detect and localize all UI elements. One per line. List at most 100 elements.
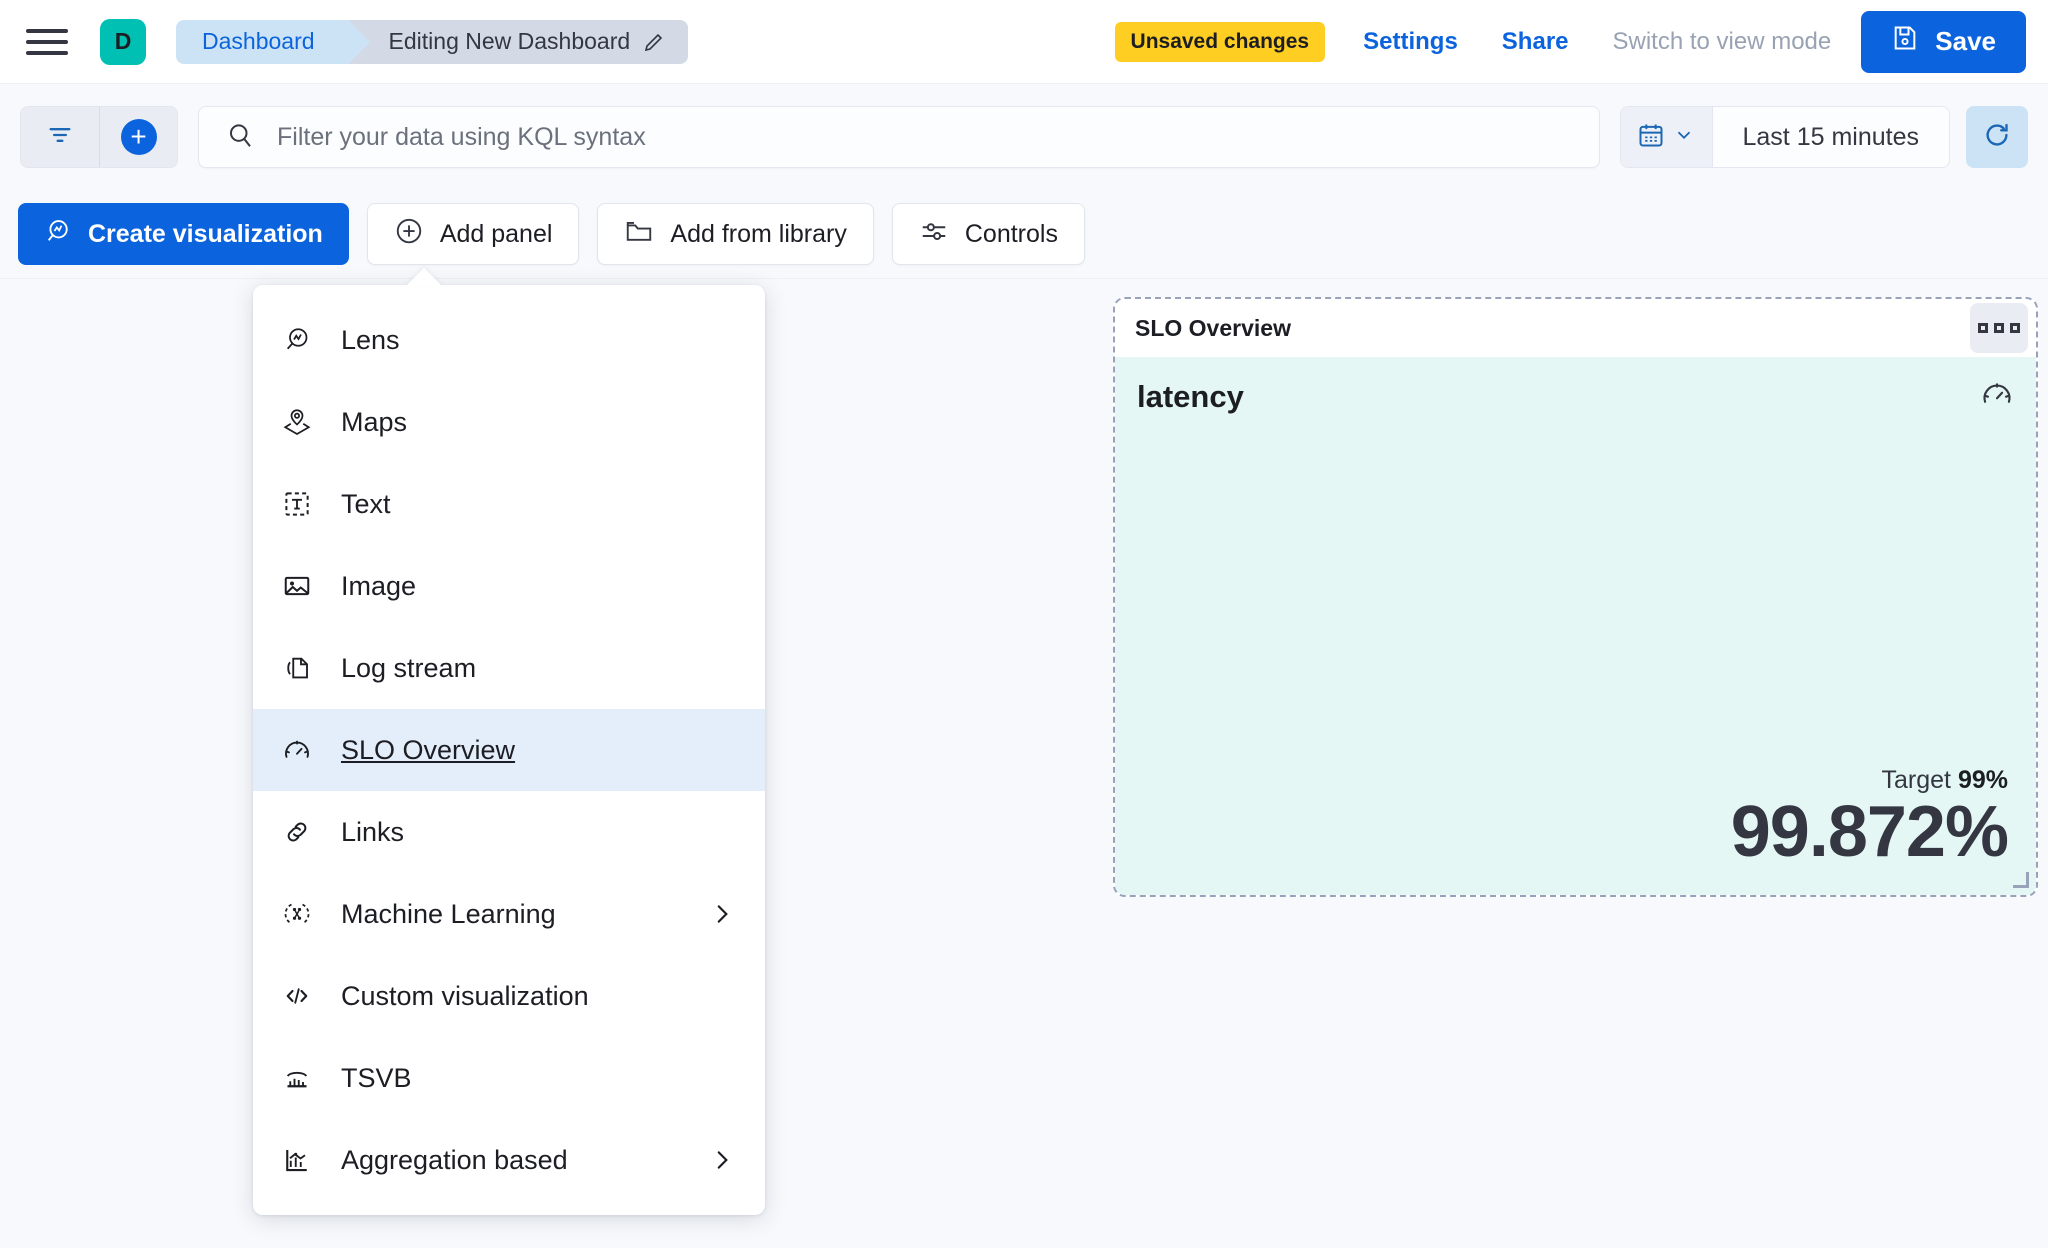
add-panel-menu: Lens Maps Text [253, 285, 765, 1215]
tsvb-icon [281, 1062, 313, 1094]
save-button[interactable]: Save [1861, 10, 2026, 73]
calendar-icon [1637, 121, 1665, 154]
menu-item-links[interactable]: Links [253, 791, 765, 873]
panel-context-menu-icon[interactable] [1970, 303, 2028, 353]
gauge-icon [1980, 377, 2014, 416]
menu-item-custom-visualization[interactable]: Custom visualization [253, 955, 765, 1037]
add-from-library-label: Add from library [670, 219, 847, 248]
filter-options-button[interactable] [21, 107, 99, 167]
panel-header: SLO Overview [1115, 299, 2036, 357]
switch-to-view-mode-link[interactable]: Switch to view mode [1612, 27, 1832, 55]
logstream-icon [281, 652, 313, 684]
chevron-right-icon [709, 1147, 735, 1173]
controls-label: Controls [964, 219, 1058, 248]
panel-spacer [1137, 415, 2008, 766]
chevron-right-icon [709, 901, 735, 927]
menu-item-log-stream[interactable]: Log stream [253, 627, 765, 709]
menu-item-slo-overview[interactable]: SLO Overview [253, 709, 765, 791]
slo-overview-panel[interactable]: SLO Overview latency Target 99% [1113, 297, 2038, 897]
panel-body: latency Target 99% 99.872% [1115, 357, 2036, 895]
pencil-icon[interactable] [642, 30, 666, 54]
settings-link[interactable]: Settings [1363, 27, 1458, 55]
lens-icon [281, 324, 313, 356]
ml-icon [281, 898, 313, 930]
menu-item-label: Custom visualization [341, 980, 589, 1011]
aggregation-icon [281, 1144, 313, 1176]
save-button-label: Save [1935, 26, 1996, 56]
filter-icon [46, 121, 74, 154]
breadcrumb: Dashboard Editing New Dashboard [176, 19, 689, 64]
menu-item-image[interactable]: Image [253, 545, 765, 627]
panel-resize-handle[interactable] [2013, 872, 2029, 888]
dashboard-toolbar: Create visualization Add panel Add from … [0, 190, 2048, 278]
date-picker: Last 15 minutes [1619, 106, 1950, 168]
menu-item-label: Text [341, 488, 391, 519]
hamburger-icon[interactable] [26, 19, 72, 65]
menu-item-maps[interactable]: Maps [253, 381, 765, 463]
breadcrumb-dashboard[interactable]: Dashboard [176, 19, 370, 64]
breadcrumb-dashboard-label: Dashboard [202, 28, 315, 54]
menu-item-label: Log stream [341, 652, 477, 683]
chevron-down-icon [1673, 124, 1695, 151]
menu-item-label: Machine Learning [341, 898, 556, 929]
space-avatar-letter: D [114, 28, 132, 54]
slo-sli-value: 99.872% [1730, 792, 2009, 873]
date-range-display[interactable]: Last 15 minutes [1713, 107, 1950, 167]
menu-item-machine-learning[interactable]: Machine Learning [253, 873, 765, 955]
menu-item-label: SLO Overview [341, 734, 516, 765]
header-actions: Unsaved changes Settings Share Switch to… [1114, 10, 2048, 73]
context-dot [1994, 323, 2004, 333]
add-from-library-button[interactable]: Add from library [597, 203, 874, 265]
panel-title: SLO Overview [1135, 314, 1291, 341]
slo-target: Target 99% [1137, 766, 2008, 795]
code-icon [281, 980, 313, 1012]
date-range-label: Last 15 minutes [1742, 122, 1920, 151]
context-dot [1978, 323, 1988, 333]
add-filter-button[interactable]: + [99, 107, 177, 167]
search-input-placeholder: Filter your data using KQL syntax [277, 122, 646, 151]
menu-item-tsvb[interactable]: TSVB [253, 1037, 765, 1119]
space-avatar[interactable]: D [100, 18, 146, 65]
create-visualization-label: Create visualization [88, 219, 323, 248]
filter-button-group: + [20, 106, 178, 168]
share-link[interactable]: Share [1501, 27, 1569, 55]
menu-item-label: Lens [341, 324, 400, 355]
gauge-icon [281, 734, 313, 766]
refresh-button[interactable] [1966, 106, 2028, 168]
menu-item-aggregation-based[interactable]: Aggregation based [253, 1119, 765, 1201]
menu-item-label: Maps [341, 406, 408, 437]
plus-circle-icon [394, 216, 424, 253]
link-icon [281, 816, 313, 848]
create-visualization-button[interactable]: Create visualization [18, 203, 349, 265]
query-bar: + Filter your data using KQL syntax [0, 84, 2048, 190]
menu-item-label: Image [341, 570, 417, 601]
search-input[interactable]: Filter your data using KQL syntax [198, 106, 1600, 168]
save-disk-icon [1891, 24, 1919, 59]
date-quick-select-button[interactable] [1620, 107, 1713, 167]
menu-item-lens[interactable]: Lens [253, 299, 765, 381]
refresh-icon [1982, 120, 2012, 155]
sliders-icon [919, 216, 949, 253]
controls-button[interactable]: Controls [891, 203, 1085, 265]
folder-icon [624, 216, 654, 253]
plus-circle-icon: + [120, 119, 157, 155]
menu-item-label: Links [341, 816, 405, 847]
menu-item-label: TSVB [341, 1062, 412, 1093]
slo-name: latency [1137, 379, 1244, 414]
breadcrumb-current-label: Editing New Dashboard [388, 28, 631, 54]
search-icon [225, 120, 255, 155]
add-panel-button[interactable]: Add panel [366, 203, 580, 265]
menu-item-text[interactable]: Text [253, 463, 765, 545]
image-icon [281, 570, 313, 602]
add-panel-label: Add panel [439, 219, 553, 248]
top-header: D Dashboard Editing New Dashboard Unsave… [0, 0, 2048, 84]
status-badge: Unsaved changes [1114, 21, 1326, 62]
maps-icon [281, 406, 313, 438]
menu-item-label: Aggregation based [341, 1144, 568, 1175]
context-dot [2010, 323, 2020, 333]
text-icon [281, 488, 313, 520]
lens-icon [44, 217, 72, 252]
slo-target-label: Target [1881, 766, 1951, 795]
slo-target-value: 99% [1957, 766, 2008, 795]
breadcrumb-current[interactable]: Editing New Dashboard [348, 19, 689, 64]
